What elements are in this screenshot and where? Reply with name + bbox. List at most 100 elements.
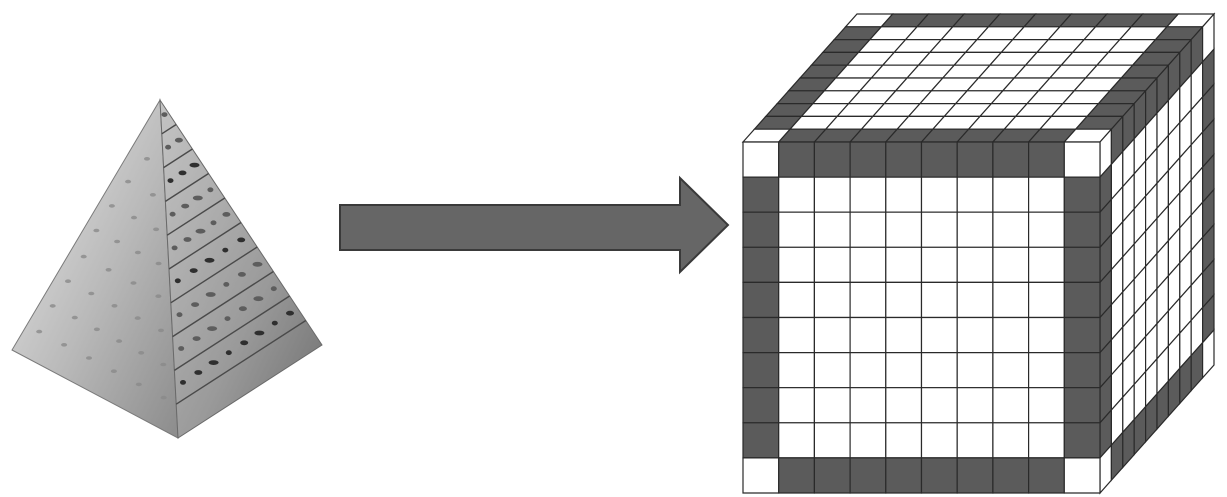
cube-front-face-cell [920, 141, 958, 178]
cube-right-face-cell [1201, 328, 1215, 380]
cube-front-face-cell [778, 211, 816, 248]
pyramid-glyph-mark [155, 294, 162, 299]
cube-front-face-cell [778, 422, 816, 459]
pyramid-glyph-mark [130, 281, 137, 285]
pyramid-glyph-mark [110, 369, 117, 374]
pyramid-glyph-mark [135, 382, 142, 387]
cube-front-face-cell [920, 281, 958, 319]
pyramid-glyph-mark [176, 312, 183, 318]
cube-front-face-cell [885, 316, 923, 354]
cube-front-face-cell [813, 457, 851, 494]
cube-front-face-cell [885, 141, 923, 178]
cube-front-face-cell [992, 246, 1030, 283]
pyramid-glyph-mark [36, 329, 43, 334]
cube-front-face-cell [1063, 422, 1101, 459]
cube-front-face-cell [956, 387, 994, 424]
cube-front-face-cell [885, 387, 923, 424]
pyramid-glyph-mark [158, 328, 164, 333]
cube-front-face-cell [920, 422, 958, 459]
cube-front-face-cell [956, 316, 994, 354]
pyramid-glyph-mark [238, 306, 247, 312]
pyramid-glyph-mark [192, 195, 203, 201]
pyramid-glyph-mark [253, 296, 264, 302]
cube-front-face-cell [742, 316, 780, 354]
pyramid-glyph-mark [210, 220, 217, 226]
pyramid-right-face [159, 98, 323, 439]
pyramid-band-line [172, 270, 274, 338]
pyramid-glyph-mark [171, 245, 178, 251]
pyramid-glyph-mark [144, 157, 150, 161]
pyramid-glyph-mark [189, 162, 200, 168]
cube-front-face-cell [956, 246, 994, 283]
cube-front-face-cell [956, 457, 994, 494]
cube-front-face-cell [1063, 316, 1101, 354]
cube-front-face-cell [1027, 316, 1065, 354]
cube-front-face-cell [742, 457, 780, 494]
pyramid-glyph-mark [205, 292, 216, 297]
cube-front-face-cell [1063, 352, 1101, 389]
cube-front-face-cell [813, 246, 851, 283]
cube-front-face-cell [849, 246, 887, 283]
cube-front-face-cell [885, 422, 923, 459]
cube-front-face-cell [956, 422, 994, 459]
cube-front-face-cell [849, 457, 887, 494]
cube-front-face-cell [956, 352, 994, 389]
cube-front-face-cell [742, 141, 780, 178]
pyramid-glyph-mark [174, 278, 181, 284]
pyramid-glyph-mark [223, 282, 230, 287]
cube-front-face-cell [849, 281, 887, 319]
pyramid-glyph-mark [105, 268, 112, 272]
pyramid-glyph-mark [65, 279, 71, 284]
cube-front-face-cell [1027, 176, 1065, 213]
cube-front-face-cell [742, 387, 780, 424]
cube-front-face-cell [778, 281, 816, 319]
cube-front-face-cell [742, 352, 780, 389]
cube-front-face-cell [885, 457, 923, 494]
pyramid-glyph-mark [204, 257, 215, 263]
cube-front-face-cell [813, 176, 851, 213]
cube-front-face-cell [813, 141, 851, 178]
cube-front-face-cell [849, 387, 887, 424]
pyramid-glyph-mark [237, 272, 246, 277]
pyramid-band-line [175, 319, 307, 405]
cube-front-face-cell [920, 316, 958, 354]
grid-cube-icon [741, 12, 1216, 495]
cube-front-face-cell [778, 141, 816, 178]
pyramid-glyph-mark [208, 360, 219, 365]
cube-front-face-cell [1063, 281, 1101, 319]
cube-front-face-cell [1063, 176, 1101, 213]
pyramid-glyph-mark [116, 339, 123, 343]
pyramid-glyph-mark [224, 316, 231, 321]
pyramid-glyph-mark [134, 316, 141, 320]
pyramid-glyph-mark [111, 304, 118, 308]
cube-front-face-cell [1063, 246, 1101, 283]
pyramid-glyph-mark [183, 237, 192, 242]
cube-front-face-cell [885, 281, 923, 319]
pyramid-glyph-mark [240, 340, 249, 346]
cube-front-face-cell [885, 246, 923, 283]
pyramid-glyph-mark [222, 212, 231, 217]
cube-front-face-cell [742, 211, 780, 248]
pyramid-glyph-mark [134, 250, 141, 255]
cube-front-face-cell [920, 457, 958, 494]
cube-front-face-cell [849, 316, 887, 354]
pyramid-glyph-mark [181, 203, 190, 209]
pyramid-glyph-mark [189, 268, 198, 273]
cube-front-face-cell [1027, 457, 1065, 494]
pyramid-glyph-mark [131, 215, 137, 220]
cube-front-face-cell [920, 211, 958, 248]
right-arrow-icon [339, 175, 730, 275]
cube-front-face-cell [885, 176, 923, 213]
cube-front-face-cell [1027, 211, 1065, 248]
cube-front-face-cell [920, 352, 958, 389]
cube-front-face-cell [849, 141, 887, 178]
cube-front-face-cell [920, 176, 958, 213]
cube-front-face-cell [1063, 141, 1101, 178]
cube-front-face [742, 141, 1101, 494]
pyramid-glyph-mark [237, 237, 246, 243]
pyramid-glyph-mark [149, 193, 156, 197]
pyramid-glyph-mark [195, 228, 206, 234]
cube-front-face-cell [920, 387, 958, 424]
pyramid-glyph-mark [178, 170, 187, 176]
pyramid-glyph-mark [160, 362, 167, 367]
